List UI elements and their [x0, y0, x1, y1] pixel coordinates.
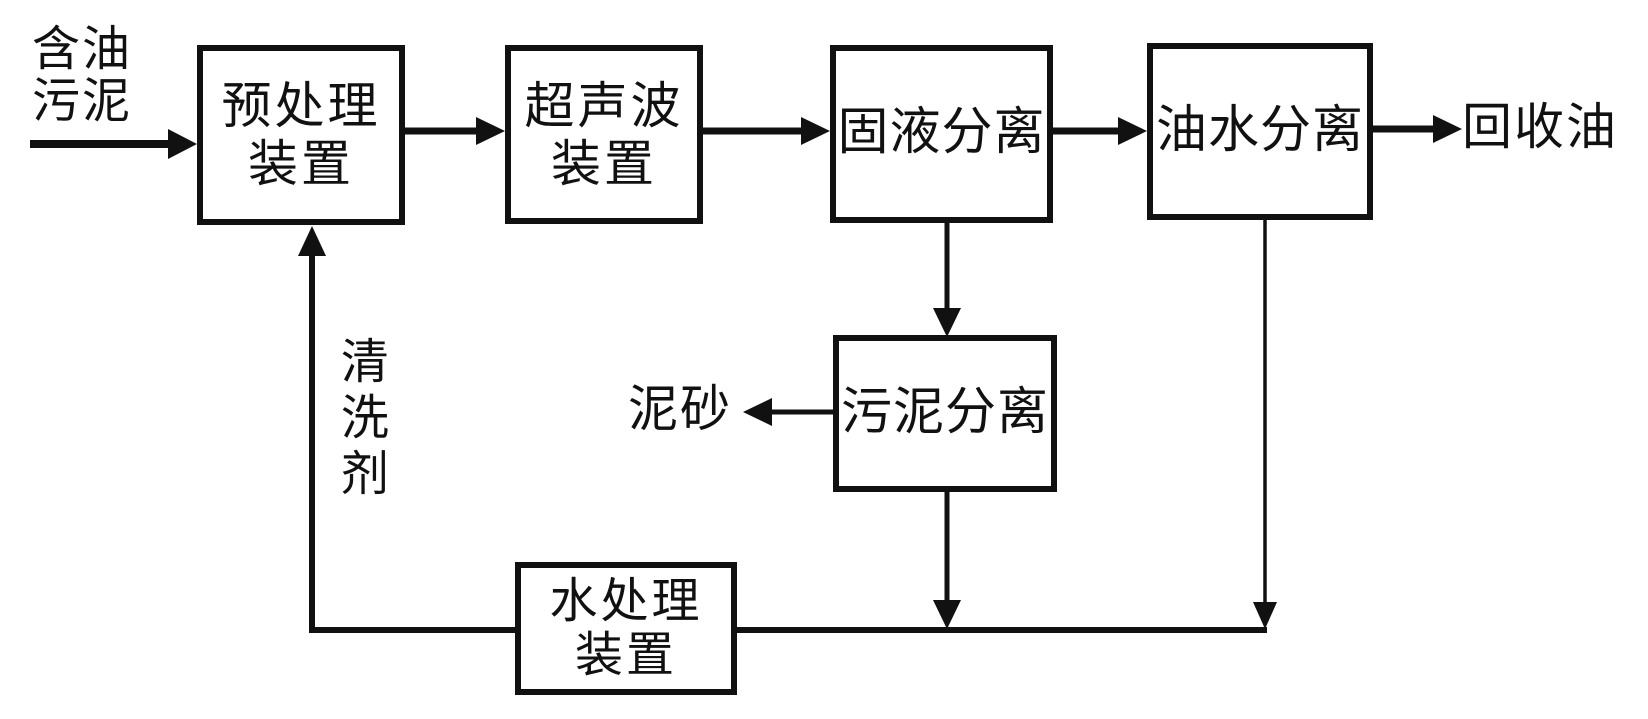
process-box-solid-liquid-separation: 固液分离	[830, 45, 1053, 223]
box-label-line: 超声波	[524, 77, 684, 134]
input-arrowhead-icon	[168, 129, 197, 159]
recovered-oil-label: 回收油	[1462, 99, 1618, 155]
recycle-arrowhead-up-icon	[298, 226, 326, 256]
arrowhead-right-icon	[1118, 117, 1147, 145]
box-label-line: 装置	[248, 136, 354, 192]
arrowhead-right-icon	[476, 117, 505, 145]
recycle-pipe-line	[309, 240, 1267, 633]
arrowhead-left-icon	[743, 398, 772, 426]
box-label-line: 污泥分离	[840, 384, 1049, 441]
box-label-line: 装置	[574, 628, 677, 682]
input-stream-label-line: 污泥	[32, 74, 133, 128]
arrowhead-down-icon	[933, 308, 961, 337]
input-stream-label-line: 含油	[32, 23, 133, 76]
process-box-ultrasonic: 超声波 装置	[505, 45, 703, 224]
process-box-oil-water-separation: 油水分离	[1147, 43, 1373, 220]
process-box-water-treatment: 水处理 装置	[515, 562, 737, 695]
arrowhead-right-icon	[801, 117, 830, 145]
box-label-line: 固液分离	[837, 105, 1046, 162]
arrowhead-down-icon	[933, 600, 961, 629]
box-label-line: 装置	[551, 135, 657, 192]
sand-output-label: 泥砂	[628, 381, 732, 437]
arrowhead-right-icon	[1433, 115, 1462, 143]
box-label-line: 油水分离	[1155, 102, 1364, 159]
box-label-line: 水处理	[549, 574, 703, 628]
process-box-sludge-separation: 污泥分离	[833, 335, 1057, 492]
input-stream-label: 含油 污泥	[32, 24, 132, 128]
box-label-line: 预处理	[221, 78, 381, 134]
cleaning-agent-label: 清洗剂	[332, 336, 386, 504]
arrowhead-down-icon	[1253, 602, 1277, 629]
process-box-pretreatment: 预处理 装置	[197, 45, 405, 225]
